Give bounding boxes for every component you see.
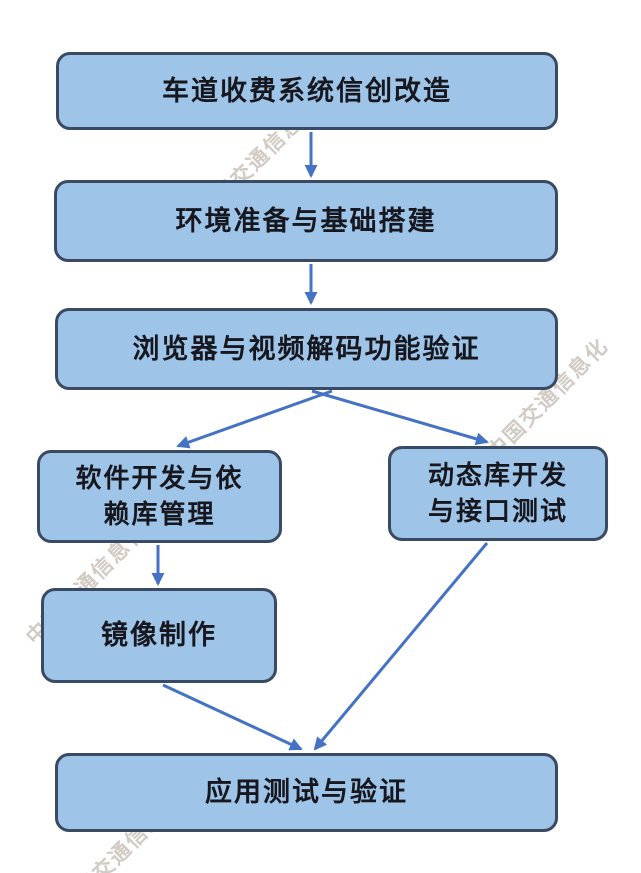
arrow-n6-n7 [162,683,303,751]
flow-node-app-test-verify: 应用测试与验证 [55,753,558,832]
flow-node-image-build: 镜像制作 [41,588,277,683]
flow-node-browser-video-verify: 浏览器与视频解码功能验证 [55,308,558,390]
flow-node-lane-toll-retrofit: 车道收费系统信创改造 [56,52,558,130]
flow-node-env-preparation: 环境准备与基础搭建 [54,180,558,262]
arrow-n3-n5 [311,389,489,446]
arrow-n3-n4 [176,389,333,449]
flow-node-dynamic-lib-interface-test: 动态库开发 与接口测试 [388,446,608,541]
arrow-n5-n7 [313,542,489,751]
flow-node-software-dev-deps: 软件开发与依 赖库管理 [37,450,282,543]
